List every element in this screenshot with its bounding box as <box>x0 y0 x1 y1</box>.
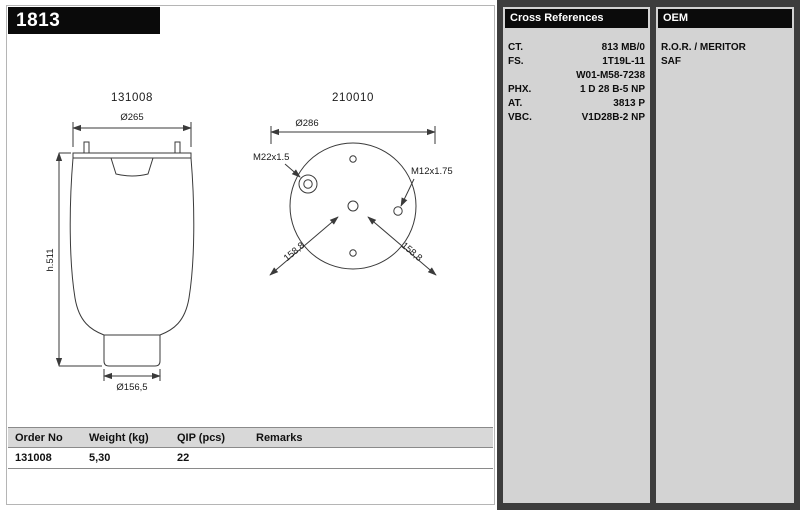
dim-bottom-diameter-label: Ø156,5 <box>116 382 147 393</box>
col-header-weight: Weight (kg) <box>89 432 149 444</box>
air-port-outer <box>298 174 318 194</box>
xref-number: 3813 P <box>613 98 645 109</box>
cell-remarks <box>256 448 493 468</box>
cell-order-no: 131008 <box>15 452 52 464</box>
cross-references-panel: Cross References CT. 813 MB/0 FS. 1T19L-… <box>503 7 650 503</box>
bolt-hole <box>349 249 357 257</box>
top-view-drawing: 210010 Ø286 M22x1.5 M12x1.75 <box>253 92 453 276</box>
xref-brand: AT. <box>508 98 523 109</box>
col-header-order-no: Order No <box>15 432 63 444</box>
bolt-hole <box>349 155 357 163</box>
xref-brand: PHX. <box>508 84 532 95</box>
leader-line <box>400 178 415 207</box>
center-hole <box>347 200 359 212</box>
xref-brand: FS. <box>508 56 524 67</box>
order-table-header-row: Order No Weight (kg) QIP (pcs) Remarks <box>8 428 493 448</box>
cell-qip: 22 <box>177 452 190 464</box>
xref-row: W01-M58-7238 <box>508 69 645 83</box>
dim-diag-right-label: 158,8 <box>399 240 424 264</box>
xref-row: FS. 1T19L-11 <box>508 55 645 69</box>
xref-number: V1D28B-2 NP <box>581 112 645 123</box>
cross-references-list: CT. 813 MB/0 FS. 1T19L-11 W01-M58-7238 P… <box>505 41 648 125</box>
stud-hole <box>393 206 403 216</box>
side-view-title: 131008 <box>111 92 153 104</box>
oem-panel: OEM R.O.R. / MERITOR SAF <box>656 7 794 503</box>
mounting-stud <box>174 141 181 154</box>
col-header-remarks: Remarks <box>256 432 303 444</box>
dim-line <box>367 216 437 276</box>
drawing-sheet: 1813 131008 Ø265 <box>6 5 495 505</box>
part-number: 1813 <box>16 10 61 31</box>
cell-weight: 5,30 <box>89 452 111 464</box>
dim-diag-left-label: 158,8 <box>282 240 307 264</box>
xref-brand: VBC. <box>508 112 532 123</box>
dim-line <box>269 216 339 276</box>
part-number-badge: 1813 <box>8 7 160 34</box>
oem-header: OEM <box>658 9 792 28</box>
top-view-title: 210010 <box>332 92 374 104</box>
dim-top-diameter-label: Ø265 <box>120 112 143 123</box>
technical-drawing: 131008 Ø265 h.511 <box>45 92 453 393</box>
col-header-qip: QIP (pcs) <box>177 432 226 444</box>
reference-sidebar: Cross References CT. 813 MB/0 FS. 1T19L-… <box>497 0 800 510</box>
xref-number: 1 D 28 B-5 NP <box>579 84 645 95</box>
xref-number: 1T19L-11 <box>602 56 645 67</box>
top-plate <box>72 152 192 159</box>
xref-brand: CT. <box>508 42 523 53</box>
top-collar <box>110 157 154 177</box>
xref-number: W01-M58-7238 <box>576 70 645 81</box>
dim-height-label: h.511 <box>45 248 56 271</box>
plate-outline <box>289 142 417 270</box>
thread-stud-label: M12x1.75 <box>411 166 453 177</box>
oem-list: R.O.R. / MERITOR SAF <box>658 41 792 69</box>
xref-number: 813 MB/0 <box>601 42 645 53</box>
air-port-inner <box>303 179 313 189</box>
thread-port-label: M22x1.5 <box>253 152 289 163</box>
order-table-data-row: 131008 5,30 22 <box>8 448 493 468</box>
side-view-drawing: 131008 Ø265 h.511 <box>45 92 195 393</box>
leader-line <box>284 163 301 178</box>
xref-row: PHX. 1 D 28 B-5 NP <box>508 83 645 97</box>
xref-row: CT. 813 MB/0 <box>508 41 645 55</box>
cross-references-header: Cross References <box>505 9 648 28</box>
order-table: Order No Weight (kg) QIP (pcs) Remarks 1… <box>8 427 493 469</box>
bellows-outline <box>69 157 195 367</box>
oem-item: SAF <box>661 56 681 67</box>
oem-item: R.O.R. / MERITOR <box>661 42 746 53</box>
dim-plate-diameter-label: Ø286 <box>295 118 318 129</box>
xref-row: AT. 3813 P <box>508 97 645 111</box>
mounting-stud <box>83 141 90 154</box>
xref-row: VBC. V1D28B-2 NP <box>508 111 645 125</box>
